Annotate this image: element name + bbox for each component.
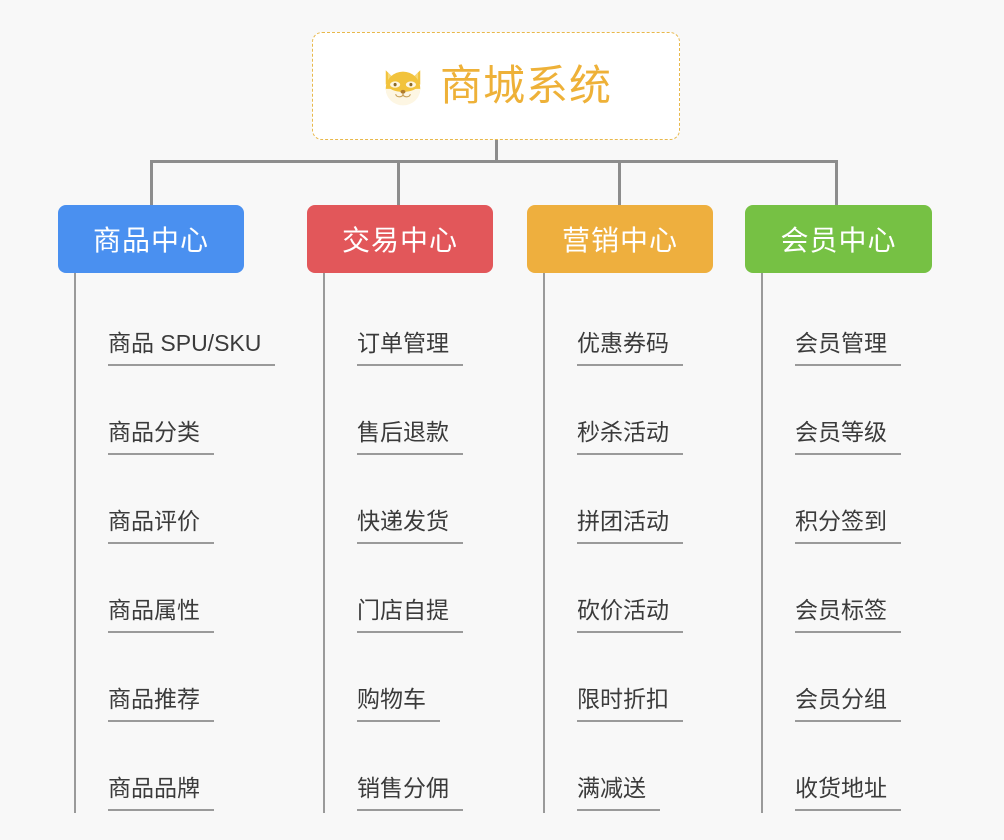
branch-trunk-1 — [74, 273, 76, 813]
leaf-label: 快递发货 — [357, 507, 449, 534]
leaf-label: 销售分佣 — [357, 774, 449, 801]
branch-header-1[interactable]: 商品中心 — [58, 205, 244, 273]
list-item[interactable]: 收货地址 — [761, 722, 932, 811]
leaf-label: 商品属性 — [108, 596, 200, 623]
leaf-label: 限时折扣 — [577, 685, 669, 712]
leaf-label: 售后退款 — [357, 418, 449, 445]
list-item[interactable]: 销售分佣 — [323, 722, 493, 811]
branch-header-2[interactable]: 交易中心 — [307, 205, 493, 273]
leaf-label: 商品分类 — [108, 418, 200, 445]
leaf-label: 门店自提 — [357, 596, 449, 623]
leaf-label: 商品品牌 — [108, 774, 200, 801]
connector-drop-1 — [150, 160, 153, 206]
connector-drop-2 — [397, 160, 400, 206]
leaf-label: 砍价活动 — [577, 596, 669, 623]
list-item[interactable]: 会员等级 — [761, 366, 932, 455]
leaf-label: 会员标签 — [795, 596, 887, 623]
list-item[interactable]: 积分签到 — [761, 455, 932, 544]
shiba-dog-icon — [380, 63, 426, 109]
leaf-label: 会员等级 — [795, 418, 887, 445]
leaf-label: 商品 SPU/SKU — [108, 329, 262, 356]
branch-column-3: 营销中心 优惠券码 秒杀活动 拼团活动 砍价活动 限时折扣 满减送 — [527, 205, 713, 813]
list-item[interactable]: 会员标签 — [761, 544, 932, 633]
leaf-label: 会员分组 — [795, 685, 887, 712]
list-item[interactable]: 商品 SPU/SKU — [74, 277, 276, 366]
branch-column-2: 交易中心 订单管理 售后退款 快递发货 门店自提 购物车 销售分佣 — [307, 205, 493, 813]
list-item[interactable]: 商品评价 — [74, 455, 246, 544]
branch-column-1: 商品中心 商品 SPU/SKU 商品分类 商品评价 商品属性 商品推荐 商品品牌 — [58, 205, 276, 813]
branch-trunk-2 — [323, 273, 325, 813]
list-item[interactable]: 拼团活动 — [543, 455, 713, 544]
branch-body-2: 订单管理 售后退款 快递发货 门店自提 购物车 销售分佣 — [323, 273, 493, 813]
list-item[interactable]: 商品分类 — [74, 366, 246, 455]
branch-trunk-4 — [761, 273, 763, 813]
list-item[interactable]: 售后退款 — [323, 366, 493, 455]
branch-column-4: 会员中心 会员管理 会员等级 积分签到 会员标签 会员分组 收货地址 — [745, 205, 932, 813]
leaf-label: 订单管理 — [357, 329, 449, 356]
list-item[interactable]: 秒杀活动 — [543, 366, 713, 455]
connector-root-stem — [495, 140, 498, 162]
list-item[interactable]: 优惠券码 — [543, 277, 713, 366]
branch-header-label: 营销中心 — [561, 225, 678, 256]
leaf-label: 商品推荐 — [108, 685, 200, 712]
connector-drop-3 — [618, 160, 621, 206]
root-node[interactable]: 商城系统 — [312, 32, 680, 140]
leaf-label: 秒杀活动 — [577, 418, 669, 445]
list-item[interactable]: 限时折扣 — [543, 633, 713, 722]
branch-trunk-3 — [543, 273, 545, 813]
branch-header-label: 商品中心 — [92, 225, 209, 256]
branch-header-4[interactable]: 会员中心 — [745, 205, 932, 273]
branch-header-label: 会员中心 — [780, 225, 897, 256]
branch-header-3[interactable]: 营销中心 — [527, 205, 713, 273]
list-item[interactable]: 订单管理 — [323, 277, 493, 366]
list-item[interactable]: 购物车 — [323, 633, 493, 722]
leaf-label: 积分签到 — [795, 507, 887, 534]
list-item[interactable]: 商品推荐 — [74, 633, 246, 722]
branch-body-4: 会员管理 会员等级 积分签到 会员标签 会员分组 收货地址 — [761, 273, 932, 813]
list-item[interactable]: 会员管理 — [761, 277, 932, 366]
list-item[interactable]: 商品品牌 — [74, 722, 246, 811]
branch-body-3: 优惠券码 秒杀活动 拼团活动 砍价活动 限时折扣 满减送 — [543, 273, 713, 813]
leaf-label: 购物车 — [357, 685, 426, 712]
connector-drop-4 — [835, 160, 838, 206]
leaf-label: 商品评价 — [108, 507, 200, 534]
leaf-label: 优惠券码 — [577, 329, 669, 356]
list-item[interactable]: 快递发货 — [323, 455, 493, 544]
branch-body-1: 商品 SPU/SKU 商品分类 商品评价 商品属性 商品推荐 商品品牌 — [74, 273, 276, 813]
list-item[interactable]: 满减送 — [543, 722, 713, 811]
leaf-label: 拼团活动 — [577, 507, 669, 534]
list-item[interactable]: 砍价活动 — [543, 544, 713, 633]
branch-header-label: 交易中心 — [341, 225, 458, 256]
leaf-label: 会员管理 — [795, 329, 887, 356]
list-item[interactable]: 会员分组 — [761, 633, 932, 722]
root-title: 商城系统 — [439, 62, 612, 109]
connector-horizontal-bus — [150, 160, 838, 163]
leaf-label: 满减送 — [577, 774, 646, 801]
list-item[interactable]: 商品属性 — [74, 544, 246, 633]
list-item[interactable]: 门店自提 — [323, 544, 493, 633]
leaf-label: 收货地址 — [795, 774, 887, 801]
